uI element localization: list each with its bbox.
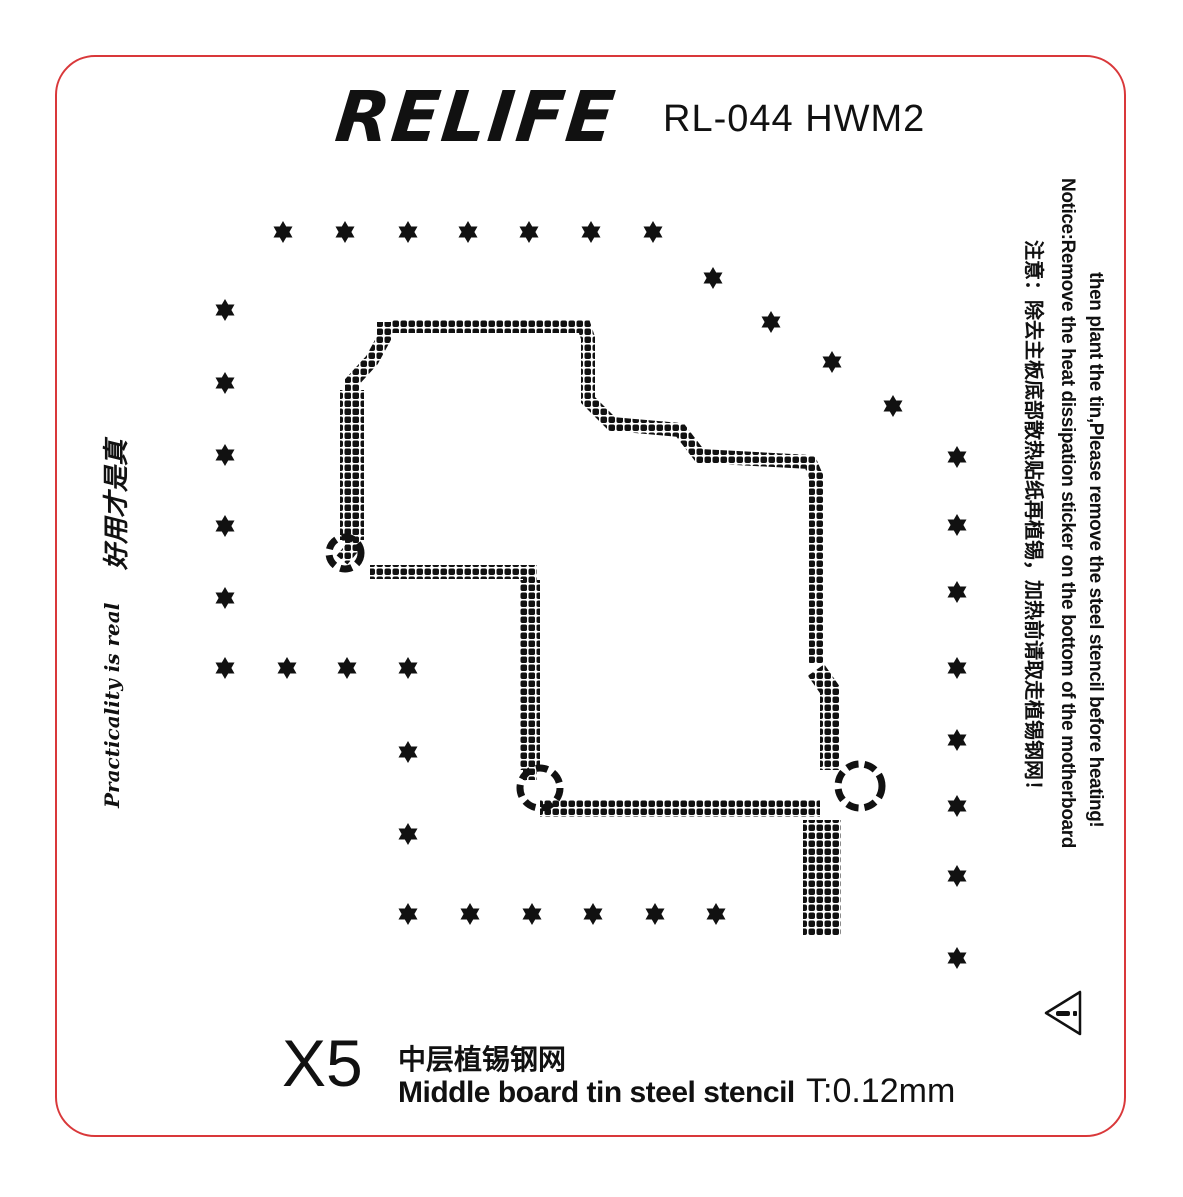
- star-hole-icon: [947, 795, 967, 817]
- stencil-border: [55, 55, 1126, 1137]
- star-hole-icon: [398, 903, 418, 925]
- star-hole-icon: [398, 221, 418, 243]
- star-hole-icon: [215, 372, 235, 394]
- star-hole-icon: [947, 514, 967, 536]
- star-hole-icon: [398, 823, 418, 845]
- star-hole-icon: [947, 865, 967, 887]
- notice-en-line2: then plant the tin,Please remove the ste…: [1085, 272, 1106, 828]
- star-hole-icon: [460, 903, 480, 925]
- star-hole-icon: [947, 446, 967, 468]
- alignment-rings: [325, 533, 886, 812]
- star-hole-icon: [822, 351, 842, 373]
- star-hole-icon: [581, 221, 601, 243]
- star-hole-icon: [947, 947, 967, 969]
- star-hole-icon: [215, 587, 235, 609]
- star-hole-icon: [761, 311, 781, 333]
- star-hole-icon: [215, 299, 235, 321]
- slogan-cn: 好用才是真: [102, 439, 132, 570]
- star-hole-icon: [706, 903, 726, 925]
- star-hole-icon: [947, 581, 967, 603]
- star-hole-icon: [458, 221, 478, 243]
- star-hole-icon: [947, 729, 967, 751]
- stencil-title-cn: 中层植锡钢网: [398, 1044, 567, 1075]
- notice-cn: 注意：除去主板底部散热贴纸再植锡，加热前请取走植锡钢网！: [1022, 240, 1044, 800]
- model-number: RL-044 HWM2: [663, 98, 926, 140]
- star-hole-icon: [522, 903, 542, 925]
- star-hole-icon: [519, 221, 539, 243]
- thickness-label: T:0.12mm: [806, 1072, 956, 1110]
- slogan-en: Practicality is real: [100, 602, 124, 808]
- star-hole-icon: [583, 903, 603, 925]
- star-hole-icon: [643, 221, 663, 243]
- notice-en-line1: Notice:Remove the heat dissipation stick…: [1057, 178, 1078, 848]
- model-code: X5: [282, 1026, 363, 1100]
- star-hole-icon: [335, 221, 355, 243]
- warning-triangle-icon: [1044, 990, 1082, 1036]
- star-hole-icon: [947, 657, 967, 679]
- star-hole-icon: [703, 267, 723, 289]
- star-hole-icon: [645, 903, 665, 925]
- star-hole-icon: [273, 221, 293, 243]
- solder-ball-grid: [336, 319, 841, 935]
- star-hole-icon: [215, 444, 235, 466]
- star-hole-icon: [337, 657, 357, 679]
- star-hole-icon: [398, 657, 418, 679]
- star-hole-icon: [883, 395, 903, 417]
- star-hole-icon: [215, 515, 235, 537]
- star-hole-icon: [398, 741, 418, 763]
- stencil-title-en: Middle board tin steel stencil: [398, 1076, 795, 1109]
- star-hole-icon: [277, 657, 297, 679]
- star-hole-icon: [215, 657, 235, 679]
